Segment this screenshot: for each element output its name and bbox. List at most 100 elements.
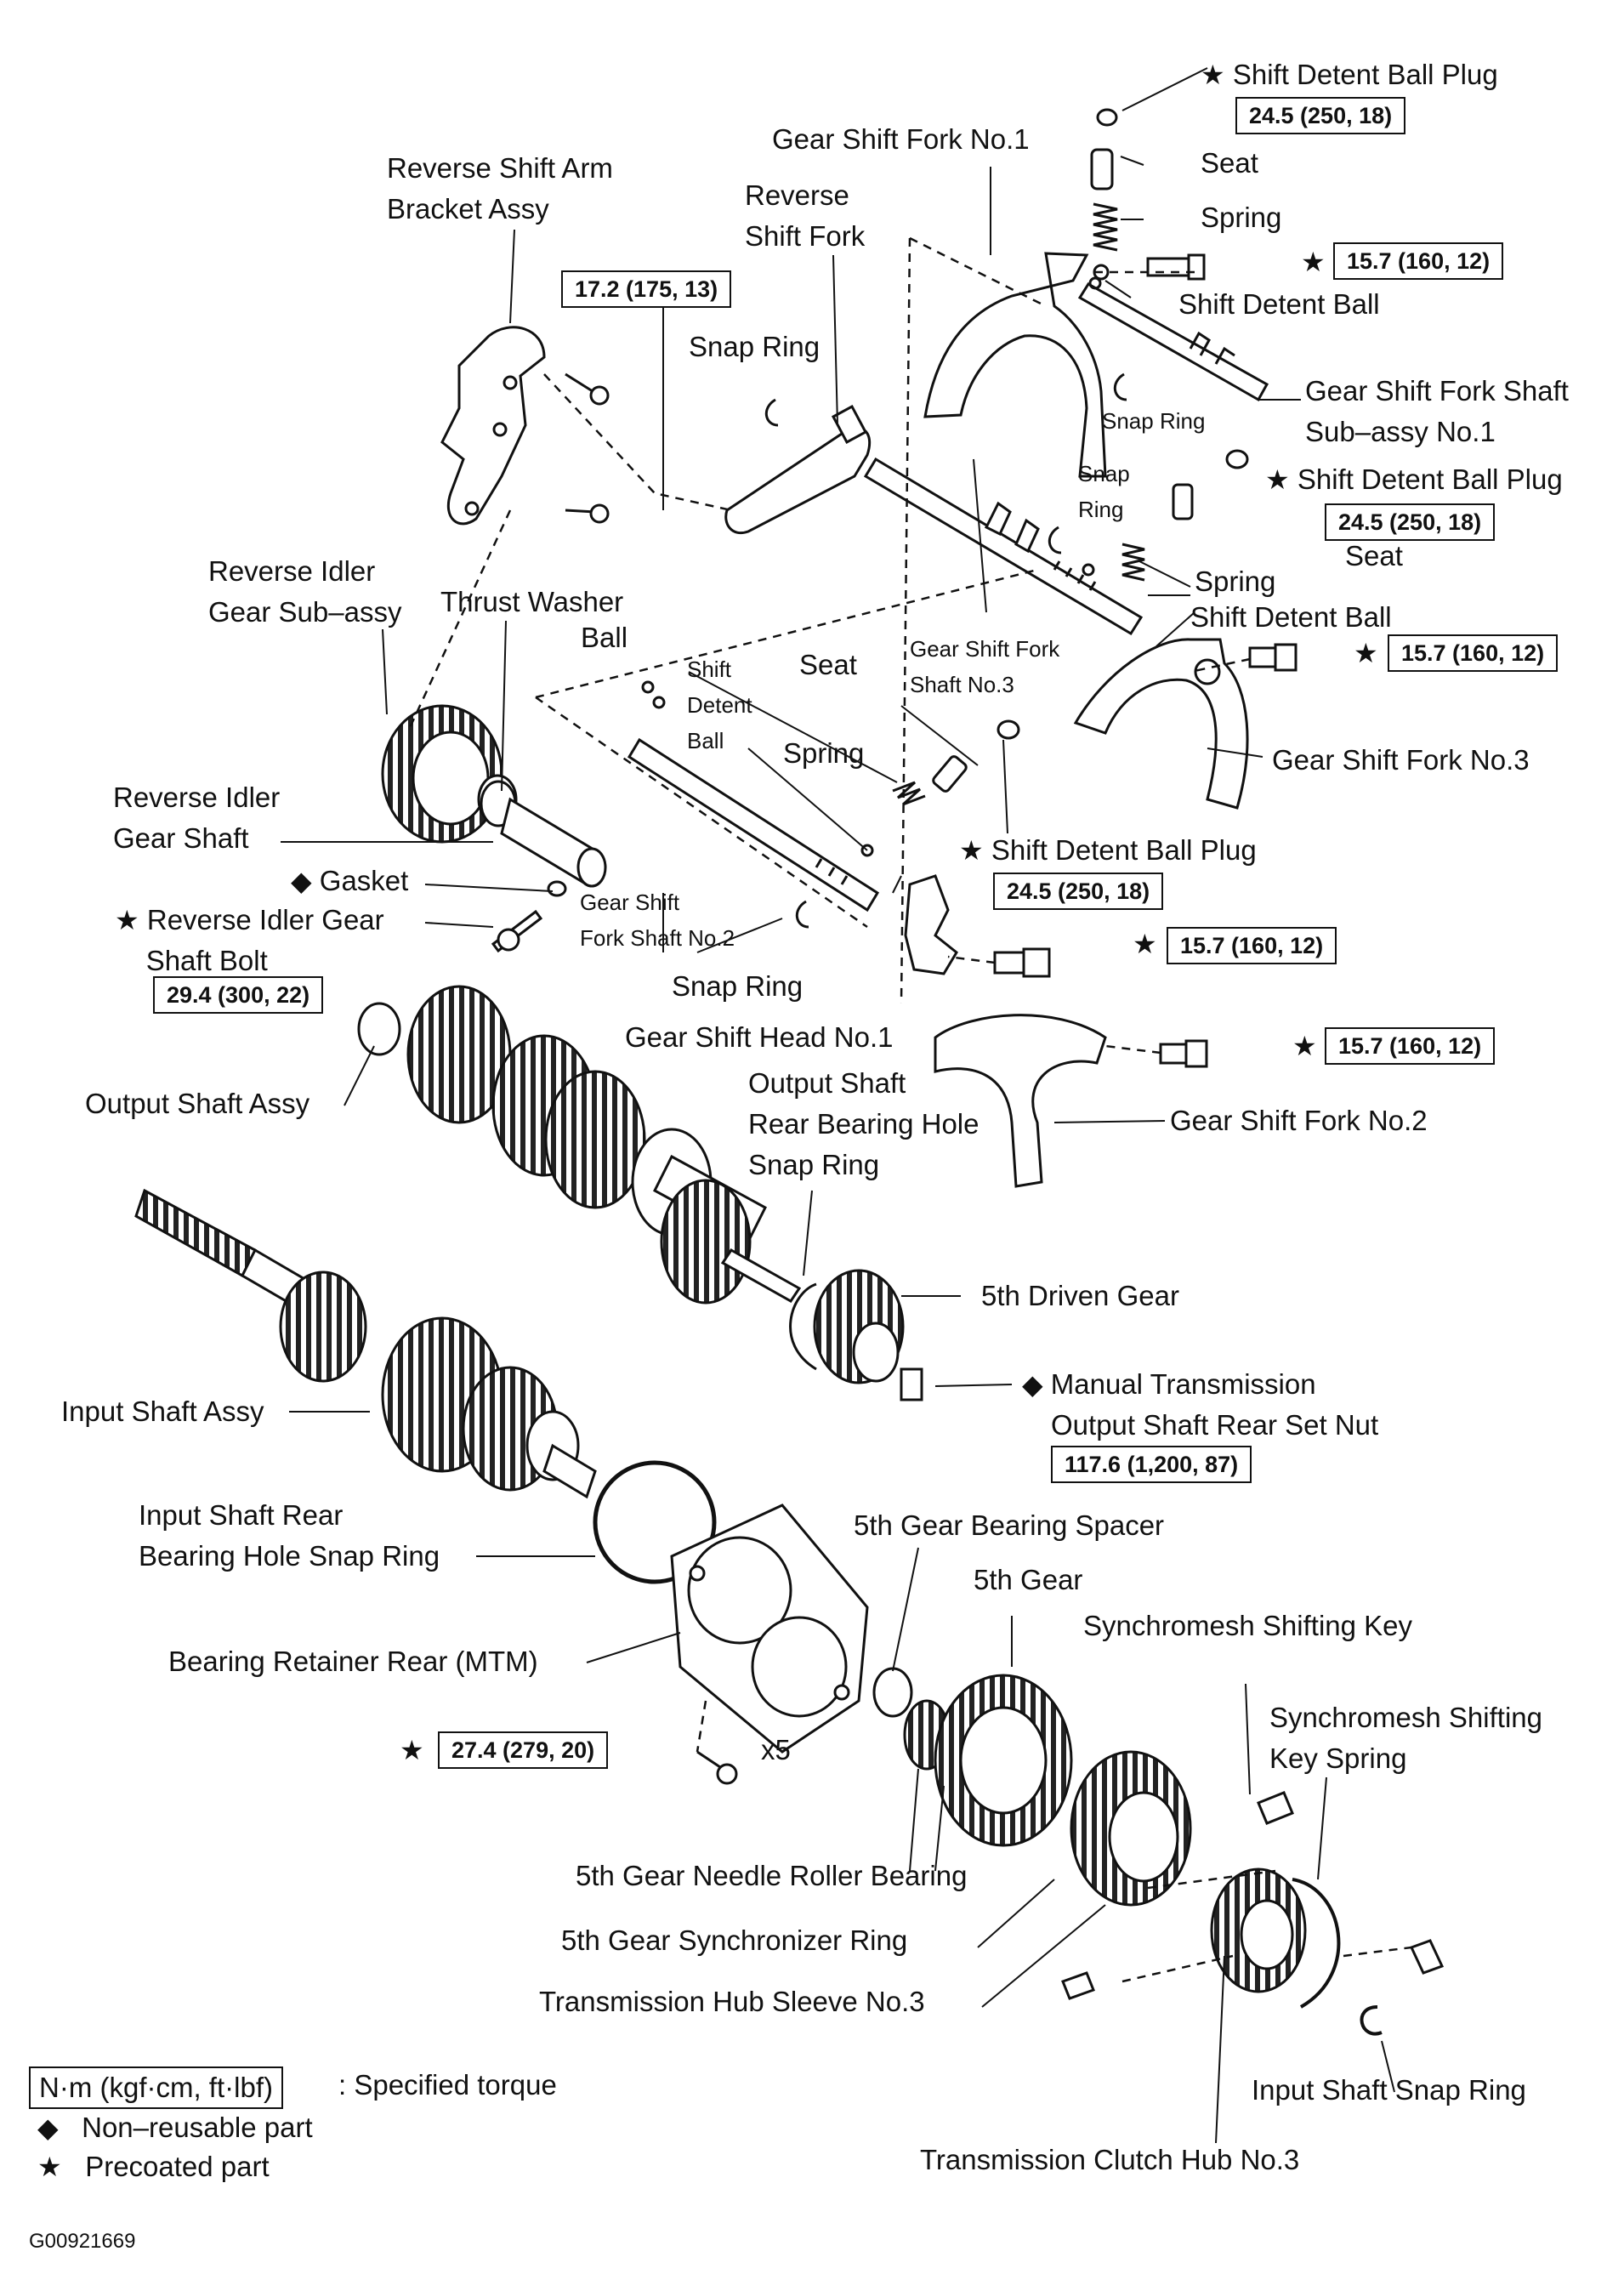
torque-plug-low: 24.5 (250, 18) <box>993 873 1164 910</box>
torque-head-bolt: 15.7 (160, 12) <box>1167 927 1337 964</box>
label-output-shaft-rear-set-nut-2: Output Shaft Rear Set Nut <box>1051 1409 1379 1441</box>
label-snap-ring-small-1: Snap Ring <box>1102 408 1206 434</box>
legend-star-icon: ★ <box>37 2152 62 2182</box>
torque-set-nut: 117.6 (1,200, 87) <box>1051 1446 1252 1483</box>
label-fifth-gear-synchronizer-ring: 5th Gear Synchronizer Ring <box>561 1924 908 1956</box>
retainer-bolt <box>696 1750 738 1785</box>
reverse-idler-shaft <box>480 780 607 888</box>
gear-shift-fork-shaft-no1 <box>1077 281 1269 402</box>
reverse-shift-arm-bracket <box>440 326 546 526</box>
label-transmission-hub-sleeve-no3: Transmission Hub Sleeve No.3 <box>539 1986 925 2017</box>
torque-fork3-bolt: 15.7 (160, 12) <box>1388 634 1559 672</box>
synchromesh-shifting-key <box>1061 1791 1294 2000</box>
label-shift-detent-ball-plug-top: ★ Shift Detent Ball Plug <box>1201 59 1498 90</box>
fifth-driven-gear <box>789 1269 923 1401</box>
fifth-gear-synchronizer-ring <box>1070 1750 1192 1907</box>
label-fifth-driven-gear: 5th Driven Gear <box>981 1280 1179 1311</box>
torque-plug-top: 24.5 (250, 18) <box>1235 97 1406 134</box>
label-star-shaft1-bolt: ★ <box>1301 247 1326 277</box>
label-gear-shift-fork-no2: Gear Shift Fork No.2 <box>1170 1105 1428 1136</box>
gear-shift-fork-shaft-no3 <box>863 457 1144 636</box>
label-shift-detent-ball-top: Shift Detent Ball <box>1178 288 1380 320</box>
label-snap-ring-lower: Snap Ring <box>672 970 803 1002</box>
bearing-retainer-rear <box>670 1504 869 1754</box>
gear-shift-head-no1 <box>904 874 1051 978</box>
label-transmission-clutch-hub-no3: Transmission Clutch Hub No.3 <box>920 2144 1300 2175</box>
label-seat-left: Seat <box>799 649 857 680</box>
torque-shaft1-bolt: 15.7 (160, 12) <box>1333 242 1504 280</box>
label-fifth-gear: 5th Gear <box>974 1564 1083 1595</box>
idler-bolt <box>491 880 567 953</box>
bracket-bolts <box>565 372 610 524</box>
label-gear-shift-head-no1: Gear Shift Head No.1 <box>625 1021 894 1053</box>
label-fifth-gear-bearing-spacer: 5th Gear Bearing Spacer <box>854 1509 1165 1541</box>
label-fifth-gear-needle-roller-bearing: 5th Gear Needle Roller Bearing <box>576 1860 968 1891</box>
label-gasket: ◆ Gasket <box>291 865 409 896</box>
legend-diamond-icon: ◆ <box>37 2112 59 2143</box>
legend-precoated: ★ Precoated part <box>37 2151 270 2182</box>
label-shift-detent-ball-plug-low: ★ Shift Detent Ball Plug <box>959 834 1257 866</box>
gear-shift-fork-no1 <box>923 252 1110 478</box>
legend-torque-meaning: : Specified torque <box>338 2069 557 2101</box>
label-star-fork2-bolt: ★ <box>1292 1031 1317 1061</box>
label-star-retainer-bolt: ★ <box>400 1735 424 1765</box>
legend-non-reusable: ◆ Non–reusable part <box>37 2112 313 2143</box>
small-pin <box>1409 1939 1445 1975</box>
label-spring-mid: Spring <box>1195 566 1276 597</box>
gear-shift-fork-no2 <box>934 1014 1208 1188</box>
label-gear-shift-fork-no1: Gear Shift Fork No.1 <box>772 123 1030 155</box>
torque-plug-mid: 24.5 (250, 18) <box>1325 503 1496 541</box>
reverse-shift-fork <box>724 404 872 535</box>
label-reverse-idler-gear-shaft-bolt: ★ Reverse Idler Gear Shaft Bolt <box>115 904 384 976</box>
precoated-star-mark: ★ <box>1201 60 1225 90</box>
synchromesh-key-spring <box>1292 1878 1341 2009</box>
small-parts <box>641 276 1297 929</box>
fifth-gear <box>934 1674 1073 1847</box>
label-input-shaft-assy: Input Shaft Assy <box>61 1396 264 1427</box>
label-seat-top: Seat <box>1201 147 1258 179</box>
legend-torque-box: N·m (kgf·cm, ft·lbf) <box>29 2066 283 2109</box>
label-synchromesh-shifting-key: Synchromesh Shifting Key <box>1083 1610 1413 1641</box>
input-shaft-rear-snap-ring <box>593 1460 717 1584</box>
figure-id: G00921669 <box>29 2230 136 2253</box>
label-shift-detent-ball-mid: Shift Detent Ball <box>1190 601 1392 633</box>
label-snap-ring-upper: Snap Ring <box>689 331 821 362</box>
label-ball: Ball <box>581 622 628 653</box>
transmission-clutch-hub-no3 <box>1210 1867 1307 1993</box>
label-gear-shift-fork-no3: Gear Shift Fork No.3 <box>1272 744 1530 776</box>
output-shaft-assembly <box>357 985 802 1305</box>
torque-retainer-bolt: 27.4 (279, 20) <box>438 1731 609 1769</box>
input-shaft-assembly <box>134 1188 597 1499</box>
input-shaft-snap-ring <box>1360 2005 1383 2036</box>
torque-idler-bolt: 29.4 (300, 22) <box>153 976 324 1014</box>
non-reusable-diamond-mark: ◆ <box>291 866 312 896</box>
label-shift-detent-ball-plug-mid: ★ Shift Detent Ball Plug <box>1265 463 1563 495</box>
label-star-fork3-bolt: ★ <box>1354 638 1378 668</box>
label-spring-left: Spring <box>783 737 865 769</box>
label-spring-top: Spring <box>1201 202 1282 233</box>
torque-bracket-bolt: 17.2 (175, 13) <box>561 270 732 308</box>
detent-stack-top <box>1090 108 1206 281</box>
label-output-shaft-rear-set-nut: ◆ Manual Transmission <box>1022 1368 1316 1400</box>
label-bearing-retainer-rear: Bearing Retainer Rear (MTM) <box>168 1646 538 1677</box>
label-seat-mid: Seat <box>1345 540 1403 571</box>
torque-fork2-bolt: 15.7 (160, 12) <box>1325 1027 1496 1065</box>
label-x5: x5 <box>761 1734 791 1765</box>
label-star-head-bolt: ★ <box>1133 929 1157 959</box>
gear-shift-fork-shaft-no2 <box>627 737 880 912</box>
label-output-shaft-assy: Output Shaft Assy <box>85 1088 310 1119</box>
